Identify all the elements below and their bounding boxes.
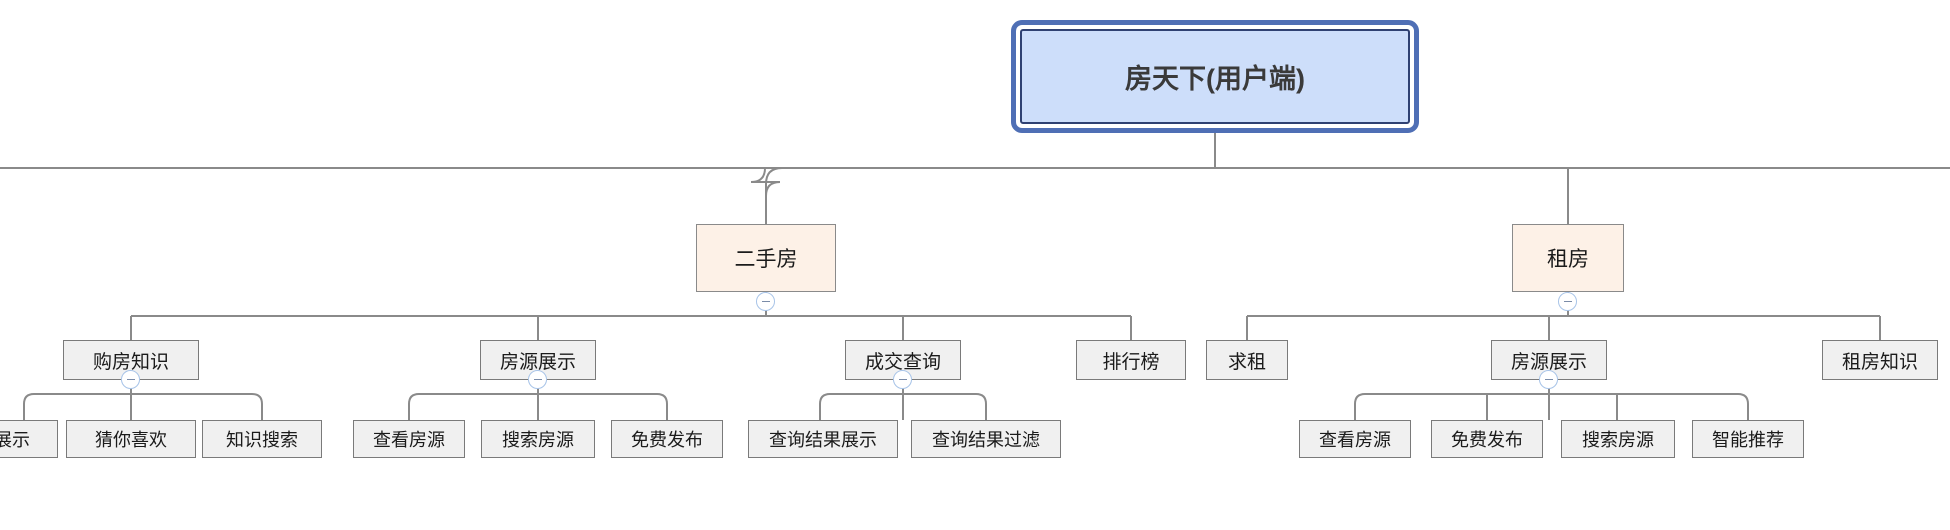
node-leaf-mianfeifabu-1[interactable]: 免费发布 [611,420,723,458]
node-leaf-mianfeifabu-2[interactable]: 免费发布 [1431,420,1543,458]
collapse-badge-goufangzhishi[interactable] [121,370,140,389]
minus-icon [761,300,770,303]
node-leaf-chaxunjieguoguolv[interactable]: 查询结果过滤 [911,420,1061,458]
node-leaf-chaxunjieguozhanshi[interactable]: 查询结果展示 [748,420,898,458]
collapse-badge-ershoufang[interactable] [756,292,775,311]
collapse-badge-zufang[interactable] [1558,292,1577,311]
node-leaf-sousuofangyuan-1-label: 搜索房源 [502,430,574,450]
collapse-badge-fangyuanzhanshi-1[interactable] [528,370,547,389]
node-leaf-zhanshi[interactable]: 展示 [0,420,58,458]
node-leaf-zhinengtuijian[interactable]: 智能推荐 [1692,420,1804,458]
node-leaf-zhanshi-label: 展示 [0,430,30,450]
node-leaf-zhinengtuijian-label: 智能推荐 [1712,430,1784,450]
node-leaf-sousuofangyuan-2[interactable]: 搜索房源 [1561,420,1675,458]
node-leaf-cainixihuan[interactable]: 猜你喜欢 [66,420,196,458]
node-root[interactable]: 房天下(用户端) [1020,29,1410,124]
node-ershoufang-label: 二手房 [734,248,798,271]
node-leaf-sousuofangyuan-1[interactable]: 搜索房源 [481,420,595,458]
node-leaf-chakanfangyuan-2[interactable]: 查看房源 [1299,420,1411,458]
node-leaf-chakanfangyuan-1-label: 查看房源 [373,430,445,450]
node-paihangbang[interactable]: 排行榜 [1076,340,1186,380]
node-chengjiaochaxun-label: 成交查询 [864,351,941,373]
node-ershoufang[interactable]: 二手房 [696,224,836,292]
node-leaf-chakanfangyuan-2-label: 查看房源 [1319,430,1391,450]
node-fangyuanzhanshi-2-label: 房源展示 [1510,351,1587,373]
node-root-label: 房天下(用户端) [1125,64,1305,94]
minus-icon [898,378,907,381]
node-leaf-chaxunjieguozhanshi-label: 查询结果展示 [769,430,877,450]
node-goufangzhishi-label: 购房知识 [92,351,169,373]
node-zufang-label: 租房 [1547,248,1589,271]
minus-icon [1563,300,1572,303]
node-leaf-sousuofangyuan-2-label: 搜索房源 [1582,430,1654,450]
node-leaf-chaxunjieguoguolv-label: 查询结果过滤 [932,430,1040,450]
collapse-badge-chengjiaochaxun[interactable] [893,370,912,389]
node-qiuzu-label: 求租 [1227,351,1266,373]
minus-icon [533,378,542,381]
node-leaf-cainixihuan-label: 猜你喜欢 [95,430,167,450]
node-zufangzhishi-label: 租房知识 [1841,351,1918,373]
node-leaf-mianfeifabu-2-label: 免费发布 [1451,430,1523,450]
node-leaf-mianfeifabu-1-label: 免费发布 [631,430,703,450]
node-paihangbang-label: 排行榜 [1102,351,1160,373]
node-zufang[interactable]: 租房 [1512,224,1624,292]
node-leaf-chakanfangyuan-1[interactable]: 查看房源 [353,420,465,458]
node-zufangzhishi[interactable]: 租房知识 [1822,340,1938,380]
node-qiuzu[interactable]: 求租 [1206,340,1288,380]
minus-icon [126,378,135,381]
minus-icon [1544,378,1553,381]
node-leaf-zhishisousuo[interactable]: 知识搜索 [202,420,322,458]
node-leaf-zhishisousuo-label: 知识搜索 [226,430,298,450]
collapse-badge-fangyuanzhanshi-2[interactable] [1539,370,1558,389]
node-fangyuanzhanshi-1-label: 房源展示 [499,351,576,373]
